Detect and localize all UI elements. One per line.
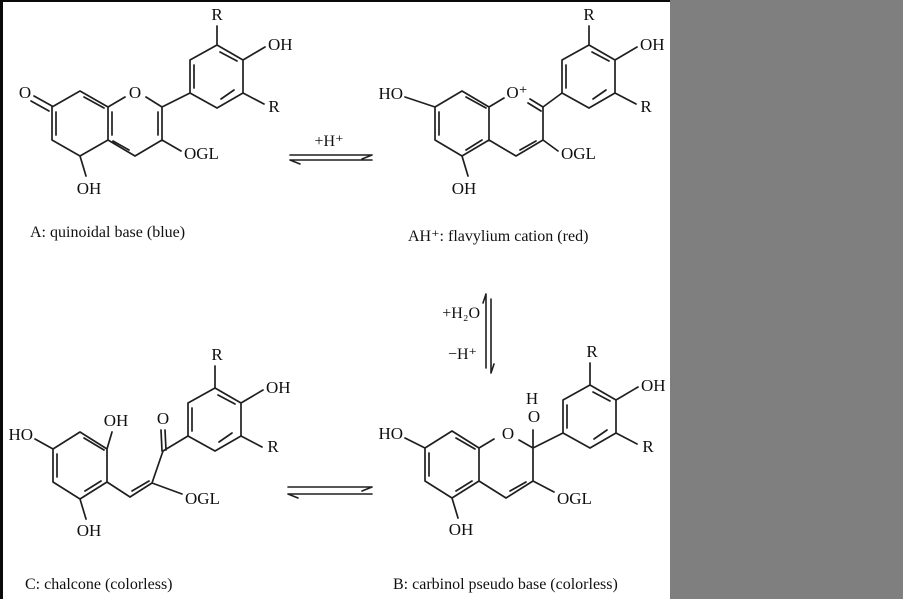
chalcone-ho-label: HO — [8, 425, 33, 444]
scan-edge-left — [0, 0, 3, 599]
protonation-label: +H⁺ — [314, 133, 343, 150]
flavylium-r-side-label: R — [640, 97, 652, 116]
scan-edge-top — [0, 0, 670, 2]
structure-flavylium-cation: HO O⁺ OH OGL R OH R AH⁺: flavylium catio… — [378, 5, 664, 245]
quinoidal-ogl-label: OGL — [184, 144, 219, 163]
carbinol-c2-o-label: O — [528, 407, 540, 426]
chalcone-skeleton — [34, 365, 264, 520]
quinoidal-skeleton — [30, 25, 266, 177]
quinoidal-ketone-o-label: O — [19, 83, 31, 102]
chalcone-r-top-label: R — [211, 345, 223, 364]
carbinol-ho-label: HO — [378, 424, 403, 443]
chalcone-ogl-label: OGL — [185, 489, 220, 508]
hydration-label: +H₂O — [442, 305, 480, 322]
deprotonation-label: −H⁺ — [448, 346, 477, 363]
carbinol-r-top-label: R — [586, 342, 598, 361]
flavylium-r-top-label: R — [583, 5, 595, 24]
quinoidal-caption: A: quinoidal base (blue) — [30, 224, 185, 241]
equilibrium-harpoons-bottom — [287, 486, 373, 499]
quinoidal-oh-phenyl-label: OH — [268, 35, 293, 54]
structure-chalcone: HO OH OH O OGL R OH R C: chalcone (color… — [8, 345, 290, 593]
equilibrium-harpoons-vertical — [482, 293, 495, 374]
chalcone-oh-bottom-label: OH — [77, 521, 102, 540]
equilibrium-arrow-bottom — [287, 486, 373, 499]
equilibrium-arrow-vertical: +H₂O −H⁺ — [442, 293, 495, 374]
flavylium-skeleton — [404, 25, 638, 177]
flavylium-ho-label: HO — [378, 84, 403, 103]
chalcone-oh-phenyl-label: OH — [266, 378, 291, 397]
equilibrium-harpoons-top — [289, 154, 373, 165]
carbinol-c2-h-label: H — [526, 389, 538, 408]
chalcone-r-side-label: R — [267, 437, 279, 456]
structure-quinoidal-base: O O OH OGL R OH R A: quinoidal base (blu… — [19, 5, 293, 241]
quinoidal-ring-o-label: O — [129, 83, 141, 102]
flavylium-ring-o-label: O⁺ — [506, 83, 527, 102]
chalcone-oh-top-label: OH — [104, 411, 129, 430]
quinoidal-oh5-label: OH — [77, 179, 102, 198]
carbinol-oh-phenyl-label: OH — [641, 376, 666, 395]
chalcone-caption: C: chalcone (colorless) — [25, 576, 173, 593]
right-filler-bar — [670, 0, 903, 599]
carbinol-skeleton — [404, 362, 639, 519]
carbinol-ring-o-label: O — [502, 424, 514, 443]
equilibrium-arrow-top: +H⁺ — [289, 133, 373, 165]
carbinol-caption: B: carbinol pseudo base (colorless) — [393, 576, 618, 593]
quinoidal-r-side-label: R — [268, 97, 280, 116]
carbinol-r-side-label: R — [642, 437, 654, 456]
flavylium-oh-phenyl-label: OH — [640, 35, 665, 54]
flavylium-oh5-label: OH — [452, 179, 477, 198]
chalcone-carbonyl-o-label: O — [157, 409, 169, 428]
flavylium-ogl-label: OGL — [561, 144, 596, 163]
quinoidal-r-top-label: R — [211, 5, 223, 24]
structure-carbinol-pseudo-base: HO O H O OH OGL R OH R B: carbinol pseud… — [378, 342, 665, 593]
carbinol-ogl-label: OGL — [557, 489, 592, 508]
carbinol-oh-bottom-label: OH — [449, 520, 474, 539]
flavylium-caption: AH⁺: flavylium cation (red) — [408, 228, 588, 245]
